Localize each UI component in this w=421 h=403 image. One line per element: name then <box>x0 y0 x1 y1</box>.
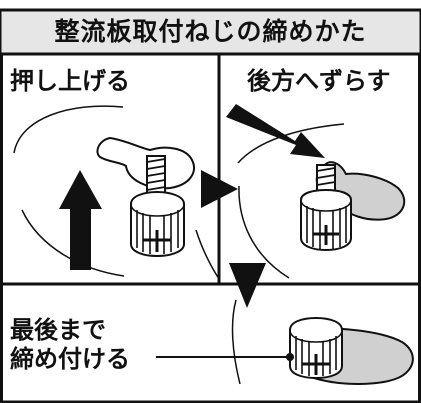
step-2-label: 後方へずらす <box>247 67 391 95</box>
panel-frame <box>0 52 421 403</box>
step-1-label: 押し上げる <box>10 67 130 95</box>
next-step-arrow-right <box>201 170 238 208</box>
title-band <box>0 8 421 56</box>
step-3-label-line-1: 最後まで <box>10 316 106 344</box>
step-3-label-line-2: 締め付ける <box>10 345 130 373</box>
panel-1-illustration <box>13 105 220 280</box>
panel-2-illustration <box>226 104 406 279</box>
panel-3-illustration <box>156 299 414 385</box>
diagram-title: 整流板取付ねじの締めかた <box>54 17 367 46</box>
next-step-arrow-down <box>229 263 266 308</box>
